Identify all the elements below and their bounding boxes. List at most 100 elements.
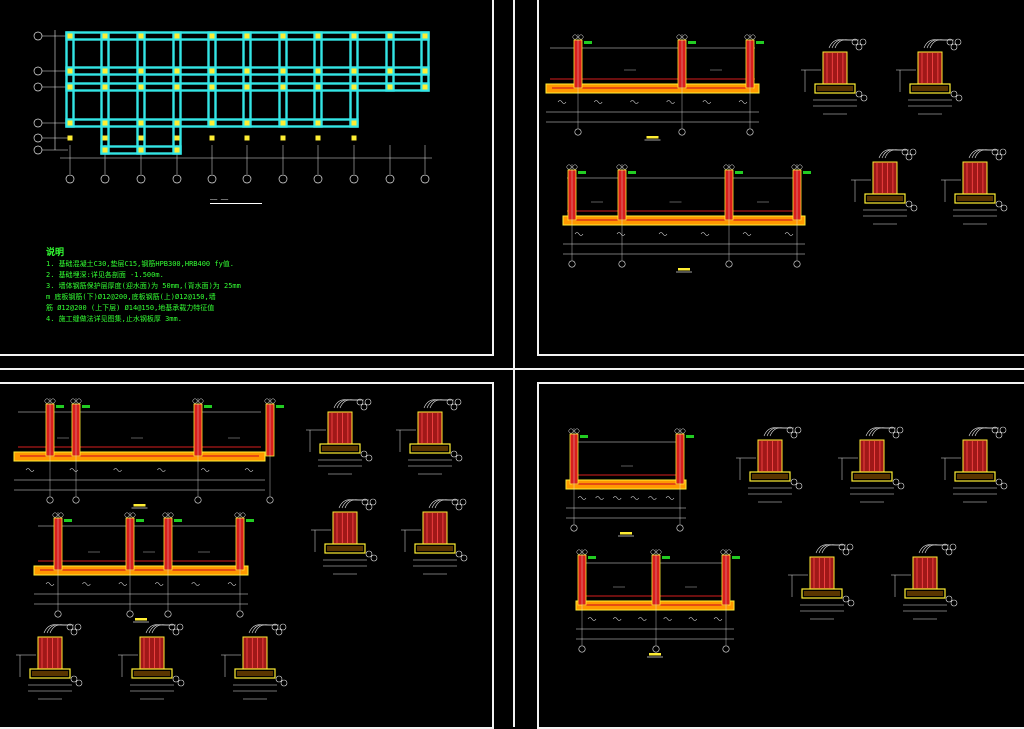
axis-bubble	[570, 524, 578, 532]
axis-bubble-y	[33, 82, 43, 92]
sheet-frame-top-left[interactable]	[0, 0, 494, 356]
rebar-mark	[280, 679, 288, 687]
rebar-symbol	[587, 617, 597, 621]
rebar-mark	[723, 164, 729, 170]
axis-bubble-y	[33, 145, 43, 155]
rebar-mark	[566, 164, 572, 170]
plan-column	[422, 33, 428, 39]
footing-fill	[327, 546, 363, 551]
rebar-mark	[896, 426, 904, 434]
rebar-mark	[361, 498, 369, 506]
rebar-mark	[859, 38, 867, 46]
rebar-mark	[74, 623, 82, 631]
plan-column	[315, 68, 321, 74]
notes-line-4: m 底板钢筋(下)Ø12@200,底板钢筋(上)Ø12@150,墙	[46, 293, 216, 301]
rebar-hook	[254, 624, 279, 634]
plan-column	[351, 84, 357, 90]
plan-column	[102, 84, 108, 90]
pier-detail-b6	[118, 623, 185, 700]
plan-column	[422, 84, 428, 90]
rebar-symbol	[630, 496, 640, 500]
rebar-mark	[364, 398, 372, 406]
rebar-mark	[450, 403, 458, 411]
rebar-mark	[176, 623, 184, 631]
rebar-symbol	[595, 496, 604, 500]
plan-column	[244, 135, 250, 141]
elevation-tag	[686, 435, 694, 438]
rebar-hook	[429, 399, 454, 409]
rebar-mark	[279, 623, 287, 631]
rebar-symbol	[688, 617, 698, 621]
rebar-hook	[868, 427, 893, 437]
rebar-symbol	[157, 468, 166, 472]
plan-column	[244, 68, 250, 74]
rebar-symbol	[666, 100, 675, 104]
rebar-hook	[251, 624, 276, 634]
rebar-symbol	[630, 100, 639, 104]
rebar-mark	[855, 90, 863, 98]
rebar-mark	[674, 428, 680, 434]
rebar-mark	[676, 34, 682, 40]
footing-fill	[957, 474, 993, 479]
rebar-mark	[177, 679, 185, 687]
rebar-mark	[455, 503, 463, 511]
rebar-mark	[365, 550, 373, 558]
plan-column	[315, 135, 321, 141]
rebar-hook	[339, 399, 364, 409]
axis-bubble	[793, 260, 801, 268]
rebar-symbol	[82, 582, 91, 586]
plan-column	[102, 147, 108, 153]
axis-bubble-y	[33, 66, 43, 76]
rebar-hook	[881, 149, 906, 159]
rebar-mark	[790, 478, 798, 486]
plan-dimension-lines	[42, 30, 432, 174]
rebar-hook	[818, 544, 843, 554]
rebar-mark	[901, 148, 909, 156]
plan-column	[387, 33, 393, 39]
rebar-mark	[578, 34, 584, 40]
notes-heading: 说明	[46, 248, 65, 258]
rebar-mark	[955, 94, 963, 102]
axis-bubble-x	[136, 174, 146, 184]
rebar-symbol	[663, 617, 672, 621]
footing-fill	[752, 474, 788, 479]
rebar-mark	[70, 628, 78, 636]
plan-beam-vertical	[172, 31, 182, 155]
axis-bubble-x	[420, 174, 430, 184]
pier-detail-a3	[851, 148, 918, 225]
plan-column	[67, 84, 73, 90]
rebar-mark	[656, 549, 662, 555]
rebar-hook	[884, 149, 909, 159]
elevation-tag	[246, 519, 254, 522]
axis-bubble	[578, 645, 586, 653]
axis-bubble-x	[385, 174, 395, 184]
rebar-mark	[842, 548, 850, 556]
foundation-plan[interactable]	[0, 0, 494, 240]
sheet-frame-top-right[interactable]	[537, 0, 1024, 356]
rebar-mark	[234, 512, 240, 518]
footing-fill	[134, 671, 170, 676]
axis-bubble	[618, 260, 626, 268]
footing	[234, 668, 276, 679]
elevation-tag	[204, 405, 212, 408]
rebar-mark	[275, 675, 283, 683]
axis-bubble	[46, 496, 54, 504]
rebar-mark	[794, 426, 802, 434]
rebar-mark	[616, 164, 622, 170]
plan-column	[174, 33, 180, 39]
pier-detail-a2	[896, 38, 963, 115]
wall-section-b1	[13, 398, 284, 509]
rebar-symbol	[742, 232, 752, 236]
pier-detail-b4	[401, 498, 468, 575]
rebar-mark	[365, 454, 373, 462]
elevation-tag	[756, 41, 764, 44]
rebar-mark	[162, 512, 168, 518]
pier-detail-c3	[941, 426, 1008, 503]
plan-beam-vertical	[242, 31, 252, 128]
rebar-mark	[270, 398, 276, 404]
footing	[851, 471, 893, 482]
rebar-symbol	[227, 582, 237, 586]
elevation-tag	[735, 171, 743, 174]
